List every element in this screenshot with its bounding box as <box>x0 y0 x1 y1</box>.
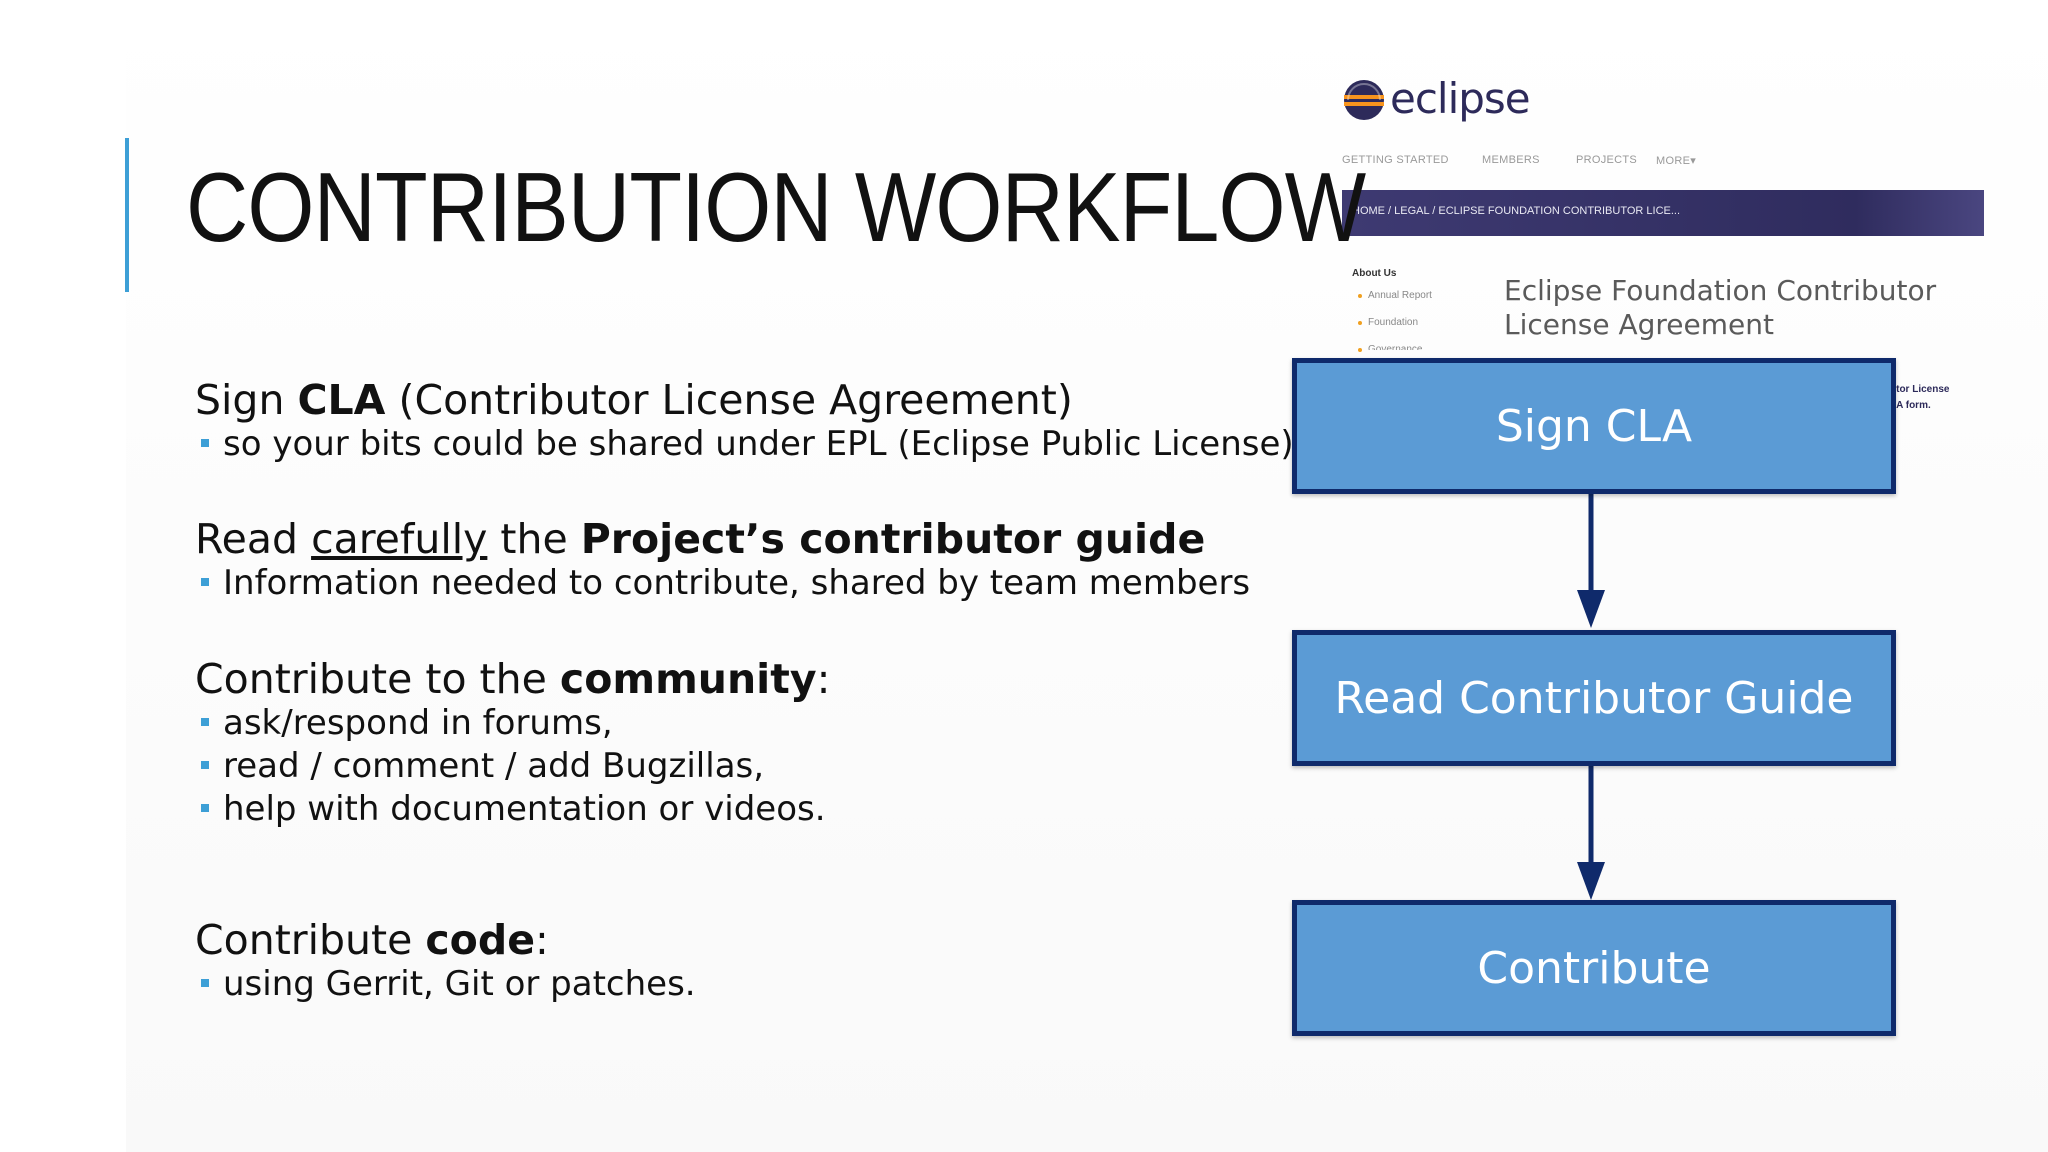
section-heading-contributor-guide: Read carefully the Project’s contributor… <box>195 515 1206 563</box>
bullet-item: ask/respond in forums, <box>195 706 613 740</box>
site-nav: GETTING STARTED MEMBERS PROJECTS MORE▾ <box>1342 154 1982 174</box>
section-heading-code: Contribute code: <box>195 916 549 964</box>
bullet-square-icon <box>201 438 209 447</box>
eclipse-logo-icon <box>1344 80 1384 120</box>
flow-step-sign-cla: Sign CLA <box>1292 358 1896 494</box>
site-nav-item: MEMBERS <box>1482 154 1540 166</box>
title-accent-bar <box>125 138 129 292</box>
bullet-dot-icon <box>1358 321 1362 325</box>
site-nav-item: PROJECTS <box>1576 154 1638 166</box>
bullet-dot-icon <box>1358 294 1362 298</box>
site-sidebar-item: Foundation <box>1368 317 1419 328</box>
site-side-text: utor License LA form. <box>1890 384 1950 411</box>
arrow-sign-to-guide <box>1577 492 1605 628</box>
bullet-square-icon <box>201 803 209 812</box>
bullet-item: read / comment / add Bugzillas, <box>195 749 764 783</box>
bullet-item: help with documentation or videos. <box>195 792 826 826</box>
section-heading-community: Contribute to the community: <box>195 655 831 703</box>
arrow-guide-to-contribute <box>1577 764 1605 900</box>
site-page-heading: Eclipse Foundation Contributor License A… <box>1504 274 1937 341</box>
flow-step-contribute: Contribute <box>1292 900 1896 1036</box>
site-nav-item: MORE▾ <box>1656 155 1697 167</box>
bullet-dot-icon <box>1358 348 1362 352</box>
bullet-item: so your bits could be shared under EPL (… <box>195 427 1294 461</box>
bullet-item: using Gerrit, Git or patches. <box>195 967 696 1001</box>
site-breadcrumb-bar: HOME / LEGAL / ECLIPSE FOUNDATION CONTRI… <box>1342 190 1984 236</box>
flow-step-read-guide: Read Contributor Guide <box>1292 630 1896 766</box>
site-sidebar-title: About Us <box>1352 268 1397 279</box>
site-sidebar-item: Annual Report <box>1368 290 1432 301</box>
slide-title: CONTRIBUTION WORKFLOW <box>186 152 1366 262</box>
bullet-square-icon <box>201 760 209 769</box>
bullet-item: Information needed to contribute, shared… <box>195 566 1250 600</box>
section-heading-sign-cla: Sign CLA (Contributor License Agreement) <box>195 376 1073 424</box>
site-breadcrumb: HOME / LEGAL / ECLIPSE FOUNDATION CONTRI… <box>1352 205 1681 217</box>
site-logo-text: eclipse <box>1390 74 1531 123</box>
site-sidebar-item: Governance <box>1368 344 1423 350</box>
bullet-square-icon <box>201 717 209 726</box>
bullet-square-icon <box>201 978 209 987</box>
site-nav-item: GETTING STARTED <box>1342 154 1449 166</box>
website-screenshot: eclipse GETTING STARTED MEMBERS PROJECTS… <box>1330 60 1984 470</box>
bullet-square-icon <box>201 577 209 586</box>
